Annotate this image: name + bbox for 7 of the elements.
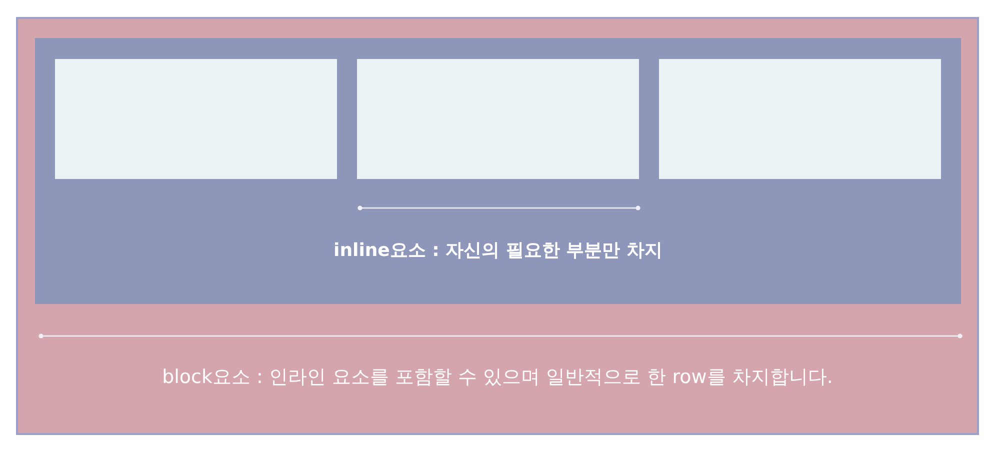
inner-inline-box <box>35 38 961 304</box>
inline-element-box <box>357 59 639 179</box>
inline-element-box <box>55 59 337 179</box>
box-caption: inline요소 : 자신의 필요한 부분만 차지 <box>332 239 664 262</box>
outer-block-box <box>16 17 979 435</box>
inline-element-box <box>659 59 941 179</box>
box-caption: block요소 : 인라인 요소를 포함할 수 있으며 일반적으로 한 row를 차지합니다. <box>161 365 834 390</box>
